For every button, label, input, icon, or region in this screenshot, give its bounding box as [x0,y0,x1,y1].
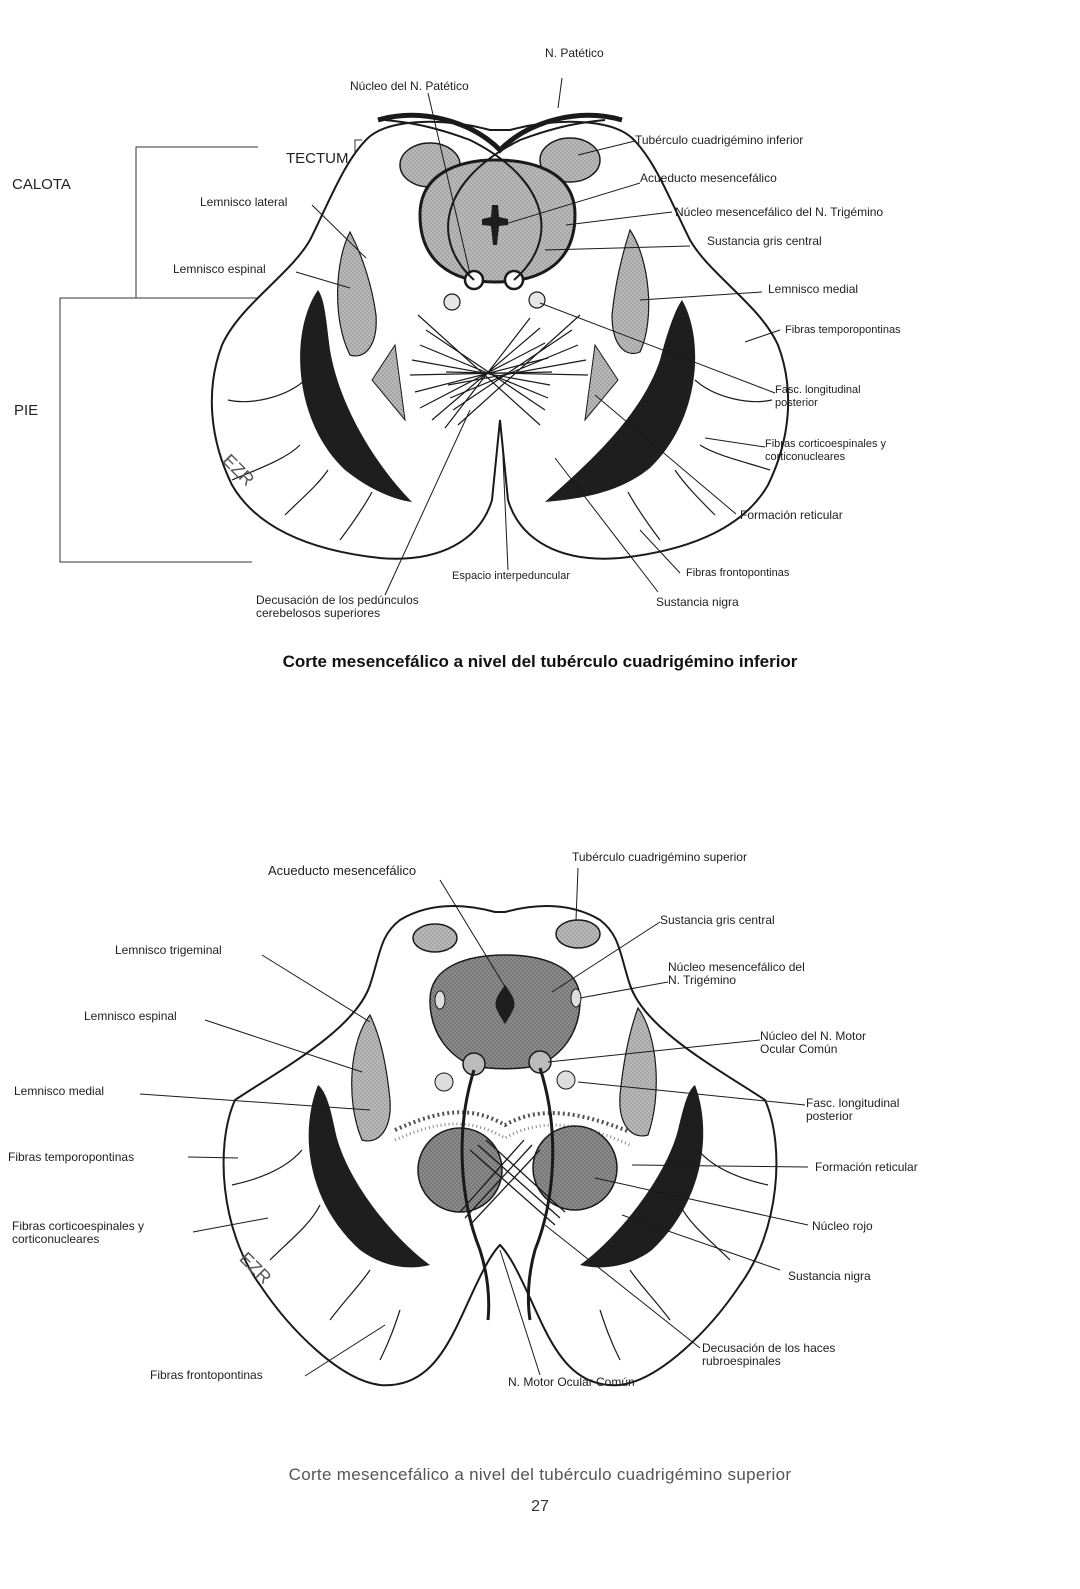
label-corticoespinales: Fibras corticoespinales y corticonuclear… [765,438,887,463]
figure1-decussation [409,314,589,429]
side-label-tectum: TECTUM [286,150,349,167]
label-temporopontinas: Fibras temporopontinas [785,324,901,336]
label2-lemnisco-medial: Lemnisco medial [14,1084,105,1098]
label2-fasc-longitudinal: Fasc. longitudinal posterior [806,1096,900,1123]
label-sustancia-gris: Sustancia gris central [707,234,822,248]
label-fasc-longitudinal: Fasc. longitudinal posterior [775,384,861,409]
label-decusacion-pedunculos: Decusación de los pedúnculos cerebelosos… [256,593,419,620]
label2-sustancia-nigra: Sustancia nigra [788,1269,871,1283]
label2-temporopontinas: Fibras temporopontinas [8,1150,135,1164]
label2-n-motor-ocular: N. Motor Ocular Común [508,1375,635,1389]
figure1-caption: Corte mesencefálico a nivel del tubércul… [282,652,798,671]
label-sustancia-nigra: Sustancia nigra [656,595,739,609]
label2-sustancia-gris: Sustancia gris central [660,913,775,927]
label2-acueducto: Acueducto mesencefálico [268,863,417,878]
label-acueducto: Acueducto mesencefálico [640,171,777,185]
label-lemnisco-espinal: Lemnisco espinal [173,262,266,276]
label2-decusacion-rubroespinales: Decusación de los haces rubroespinales [702,1341,836,1368]
label2-frontopontinas: Fibras frontopontinas [150,1368,263,1382]
side-label-pie: PIE [14,402,39,419]
label-nucleo-patetico: Núcleo del N. Patético [350,79,469,93]
figure1-tectum-arch [377,112,623,154]
label2-nucleo-motor: Núcleo del N. Motor Ocular Común [760,1029,867,1056]
label-nucleo-mesencefalico: Núcleo mesencefálico del N. Trigémino [675,205,884,219]
label2-corticoespinales: Fibras corticoespinales y corticonuclear… [12,1219,145,1246]
figure1-aqueduct [482,205,508,245]
figure2-caption: Corte mesencefálico a nivel del tubércul… [288,1465,792,1484]
label2-formacion-reticular: Formación reticular [815,1160,918,1174]
figure1-colliculus-right [539,137,601,183]
label2-tuberculo-superior: Tubérculo cuadrigémino superior [572,850,747,864]
page-number: 27 [531,1498,549,1515]
side-label-calota: CALOTA [12,176,71,193]
label2-lemnisco-trigeminal: Lemnisco trigeminal [115,943,222,957]
label2-nucleo-rojo: Núcleo rojo [812,1219,873,1233]
label-tuberculo-inferior: Tubérculo cuadrigémino inferior [635,133,804,147]
label-espacio-interpeduncular: Espacio interpeduncular [452,570,571,582]
label-n-patetico: N. Patético [545,46,604,60]
label2-nucleo-mesencefalico: Núcleo mesencefálico del N. Trigémino [668,960,805,987]
label-frontopontinas: Fibras frontopontinas [686,567,790,579]
label-lemnisco-lateral: Lemnisco lateral [200,195,288,209]
label-lemnisco-medial: Lemnisco medial [768,282,859,296]
label-formacion-reticular: Formación reticular [740,508,843,522]
label2-lemnisco-espinal: Lemnisco espinal [84,1009,177,1023]
